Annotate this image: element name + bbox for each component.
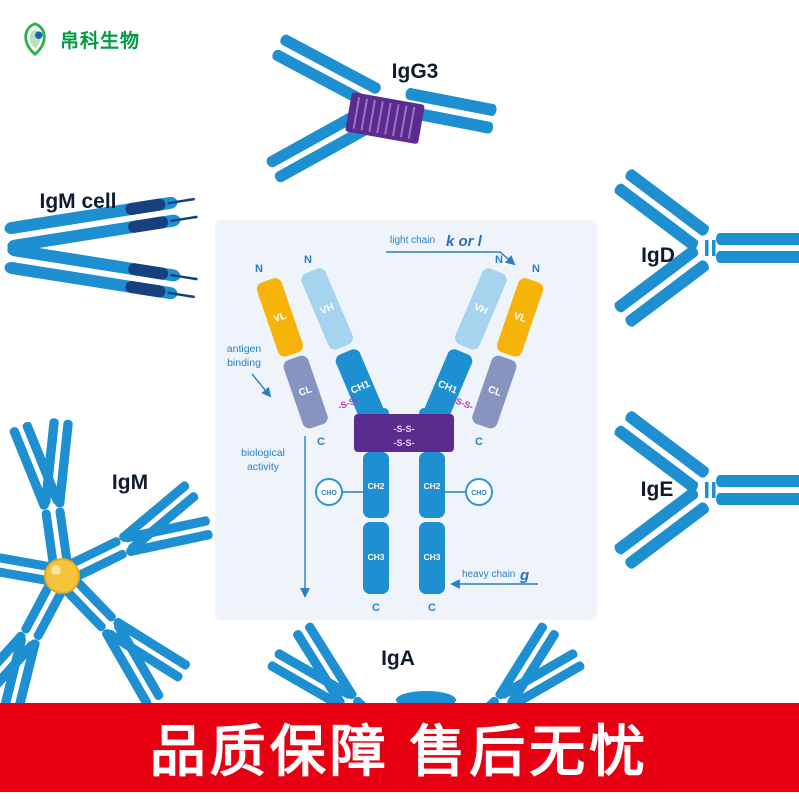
vl-domain-label: VL [512, 311, 528, 326]
ch2-domain-label: CH2 [423, 481, 440, 491]
vl-domain-label: VL [272, 311, 288, 326]
ch2-domain-label: CH2 [367, 481, 384, 491]
logo-icon [24, 22, 46, 57]
left-light-chain: VL CL [256, 278, 328, 429]
antigen-binding-annotation: antigen [227, 343, 262, 355]
igm-cell-hinge-tick [19, 241, 23, 256]
c-terminus-label: C [317, 436, 325, 448]
n-terminus-label: N [304, 254, 312, 266]
light-chain-annotation: light chain [390, 235, 435, 246]
ch3-domain-label: CH3 [423, 552, 440, 562]
j-chain-core [44, 558, 80, 594]
cho-label: CHO [321, 490, 337, 497]
antigen-binding-pointer [251, 373, 272, 398]
n-terminus-label: N [255, 263, 263, 275]
igm-cell-hinge-tick [26, 241, 30, 256]
ige-hinge-tick [712, 482, 716, 498]
light-chain-pointer-line [386, 251, 516, 266]
c-terminus-label: C [428, 602, 436, 614]
right-heavy-chain-upper: VH CH1 [422, 268, 507, 426]
igd-hinge-tick [705, 240, 709, 256]
iga-label: IgA [381, 647, 415, 670]
heavy-chain-type-annotation: g [519, 567, 529, 584]
hinge-region [354, 414, 454, 452]
n-terminus-label: N [532, 263, 540, 275]
brand-logo: 帛科生物 [16, 20, 140, 58]
cho-icon [465, 478, 493, 506]
cho-label: CHO [471, 490, 487, 497]
ch3-domain-label: CH3 [367, 552, 384, 562]
left-heavy-chain-upper: VH CH1 [301, 268, 386, 426]
cl-domain-label: CL [297, 384, 313, 399]
vh-domain-label: VH [319, 302, 336, 318]
j-chain-highlight [51, 565, 61, 575]
igg3-antibody [264, 32, 498, 185]
igd-hinge-tick [712, 240, 716, 256]
antigen-binding-annotation: binding [227, 357, 261, 369]
igd-label: IgD [641, 244, 675, 267]
ige-antibody [612, 409, 799, 571]
promo-banner-text: 品质保障 售后无忧 [149, 720, 650, 783]
igm-label: IgM [112, 471, 148, 494]
c-terminus-label: C [475, 436, 483, 448]
ige-hinge-tick [705, 482, 709, 498]
igm-pentamer-antibody [0, 415, 219, 732]
light-chain-type-annotation: k or l [446, 233, 483, 250]
right-light-chain: VL CL [472, 278, 544, 429]
igm-cell-antibody [3, 195, 198, 301]
hinge-disulfide-label: -S-S- [394, 438, 415, 448]
igg3-label: IgG3 [392, 60, 439, 83]
logo-text: 帛科生物 [60, 30, 141, 52]
igg-structure-diagram: VL CL VH CH1 VH CH1 VL C [215, 220, 597, 620]
c-terminus-label: C [372, 602, 380, 614]
cho-icon [315, 478, 343, 506]
biological-activity-annotation: biological [241, 447, 285, 459]
biological-activity-annotation: activity [247, 461, 280, 473]
igm-cell-label: IgM cell [39, 190, 116, 213]
ige-label: IgE [641, 478, 674, 501]
hinge-disulfide-label: -S-S- [394, 424, 415, 434]
heavy-chain-annotation: heavy chain [462, 569, 515, 580]
vh-domain-label: VH [472, 302, 489, 318]
igd-antibody [612, 167, 799, 329]
n-terminus-label: N [495, 254, 503, 266]
promo-banner: 品质保障 售后无忧 [0, 703, 799, 792]
cl-domain-label: CL [486, 384, 502, 399]
igg3-hinge [345, 92, 425, 144]
